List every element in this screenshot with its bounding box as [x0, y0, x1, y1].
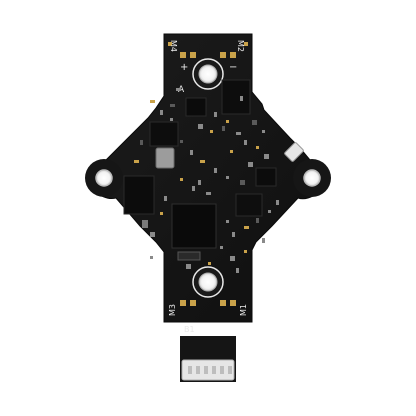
chip-upper-left — [149, 121, 179, 147]
label-m1: M1 — [239, 304, 248, 316]
smd-part — [200, 160, 205, 163]
smd-part — [160, 110, 163, 115]
smd-part — [236, 132, 241, 135]
smd-part — [276, 200, 279, 205]
smd-part — [210, 130, 213, 133]
smd-part — [170, 118, 173, 121]
smd-part — [140, 140, 143, 145]
chip-left — [123, 175, 155, 215]
mosfet-top-right — [221, 79, 251, 115]
smd-part — [230, 256, 235, 261]
smd-part — [248, 162, 253, 167]
chip-upper-mid — [185, 97, 207, 117]
smd-part — [164, 196, 167, 201]
smd-part — [150, 232, 155, 237]
smd-part — [220, 246, 223, 249]
bottom-screw-hole — [198, 272, 218, 292]
chip-bottom-mid — [177, 251, 201, 261]
smd-part — [186, 264, 191, 269]
smd-part — [244, 140, 247, 145]
smd-part — [198, 180, 201, 185]
smd-part — [244, 226, 249, 229]
smd-part — [262, 130, 265, 133]
smd-part — [134, 160, 139, 163]
smd-part — [240, 96, 243, 101]
chip-mid-right — [235, 193, 263, 217]
smd-part — [252, 120, 257, 125]
bottom-motor-pads — [180, 300, 236, 306]
connector-pins — [188, 366, 232, 374]
smd-part — [206, 192, 211, 195]
smd-part — [192, 186, 195, 191]
smd-part — [214, 112, 217, 117]
led-marker — [142, 220, 148, 228]
chip-right — [255, 167, 277, 187]
label-arrow: A — [178, 85, 185, 95]
top-motor-pads — [168, 42, 248, 58]
label-m4: M4 — [169, 40, 178, 52]
smd-part — [150, 100, 155, 103]
crystal-oscillator — [155, 147, 175, 169]
smd-part — [198, 124, 203, 129]
smd-part — [170, 104, 175, 107]
top-screw-hole — [198, 64, 218, 84]
smd-components — [134, 88, 279, 273]
smd-part — [226, 176, 229, 179]
smd-part — [180, 140, 183, 143]
label-b1: B1 — [184, 325, 195, 334]
smd-part — [232, 232, 235, 237]
smd-part — [190, 150, 193, 155]
smd-part — [226, 220, 229, 223]
smd-part — [268, 210, 271, 213]
smd-part — [176, 88, 181, 91]
smd-part — [208, 262, 211, 265]
smd-part — [262, 238, 265, 243]
smd-part — [244, 250, 247, 253]
mcu-chip — [171, 203, 217, 249]
smd-part — [256, 218, 259, 223]
right-mount-hole — [303, 169, 321, 187]
smd-part — [256, 146, 259, 149]
smd-part — [264, 154, 269, 159]
label-m3: M3 — [168, 304, 177, 316]
smd-part — [160, 212, 163, 215]
smd-part — [230, 150, 233, 153]
smd-part — [236, 268, 239, 273]
smd-part — [240, 180, 245, 185]
smd-part — [214, 168, 217, 173]
smd-part — [222, 126, 225, 131]
label-plus: + — [180, 62, 188, 73]
smd-part — [226, 120, 229, 123]
smd-part — [180, 178, 183, 181]
left-mount-hole — [95, 169, 113, 187]
label-minus: − — [229, 62, 237, 73]
smd-part — [150, 256, 153, 259]
label-m2: M2 — [236, 40, 245, 52]
connector-side-right — [284, 142, 304, 162]
